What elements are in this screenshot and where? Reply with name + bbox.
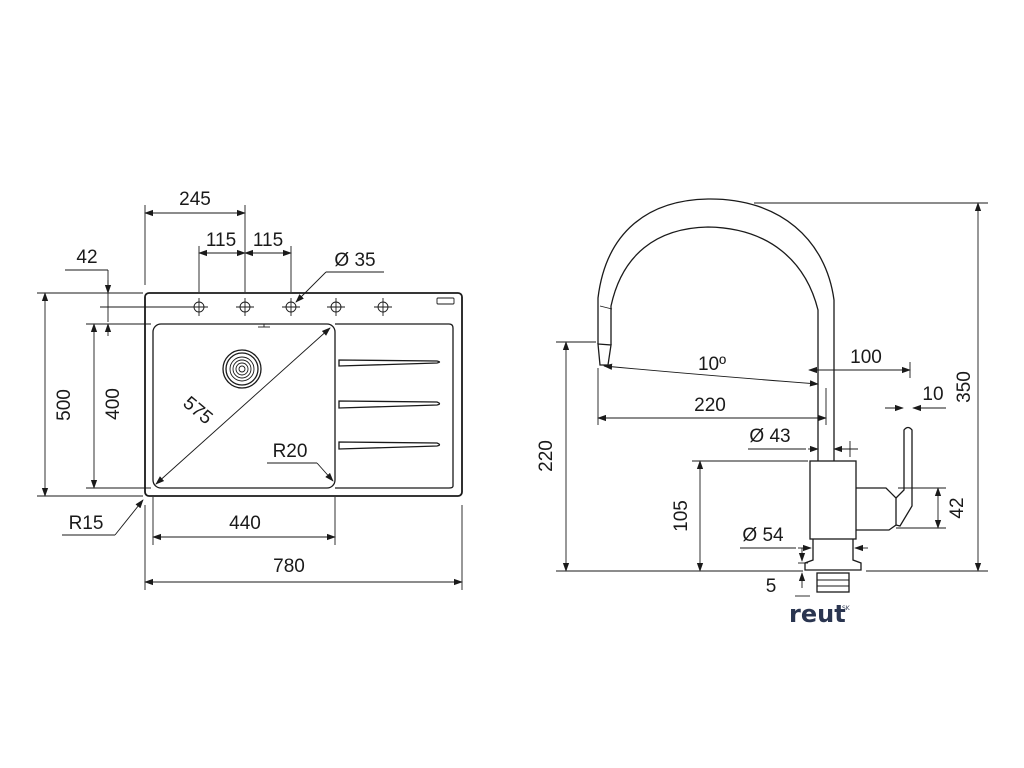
drain-groove-2 bbox=[338, 400, 441, 409]
tap-hole-5 bbox=[374, 298, 392, 316]
faucet-lever bbox=[856, 487, 897, 531]
spout-nozzle bbox=[597, 343, 612, 366]
sink-top-view: 245 115 115 Ø 35 42 500 400 575 bbox=[37, 189, 463, 590]
dim-r15: R15 bbox=[69, 513, 104, 534]
brand-name: reut bbox=[789, 600, 846, 628]
dim-hole-diameter: Ø 35 bbox=[334, 250, 375, 271]
faucet-spout bbox=[597, 198, 835, 461]
dim-500: 500 bbox=[54, 389, 75, 421]
tap-hole-3 bbox=[282, 298, 300, 316]
overflow-slot bbox=[436, 297, 455, 305]
dim-diameter-54: Ø 54 bbox=[742, 525, 784, 546]
dim-115-right: 115 bbox=[253, 230, 283, 251]
dim-100: 100 bbox=[850, 347, 882, 368]
sink-outline bbox=[144, 292, 463, 497]
drain-groove-3 bbox=[338, 441, 441, 450]
dim-42: 42 bbox=[76, 247, 97, 268]
tap-hole-2 bbox=[236, 298, 254, 316]
dim-r20: R20 bbox=[273, 441, 308, 462]
faucet-side-view: 350 220 10º 100 220 10 Ø 43 105 bbox=[536, 198, 988, 597]
dim-5: 5 bbox=[766, 576, 777, 597]
dim-780: 780 bbox=[273, 556, 305, 577]
dim-245: 245 bbox=[179, 189, 211, 210]
sink-bowl bbox=[152, 323, 336, 489]
dim-105: 105 bbox=[671, 500, 692, 532]
dim-115-left: 115 bbox=[206, 230, 236, 251]
dim-220-reach: 220 bbox=[694, 395, 726, 416]
dim-diameter-43: Ø 43 bbox=[749, 426, 790, 447]
dim-575: 575 bbox=[179, 393, 217, 429]
drain-groove-1 bbox=[338, 359, 441, 367]
brand-suffix: SK bbox=[842, 605, 851, 612]
dim-angle-10: 10º bbox=[698, 354, 726, 375]
dim-440: 440 bbox=[229, 513, 261, 534]
faucet-shank bbox=[816, 572, 850, 593]
dim-220-height: 220 bbox=[536, 440, 557, 472]
strainer-icon bbox=[222, 349, 262, 389]
faucet-body bbox=[809, 460, 857, 540]
dim-42-lever: 42 bbox=[947, 497, 968, 518]
dim-400: 400 bbox=[103, 388, 124, 420]
brand-logo: reut SK bbox=[789, 600, 851, 628]
tap-hole-4 bbox=[327, 298, 345, 316]
sink-drainboard bbox=[335, 323, 454, 489]
dim-10: 10 bbox=[922, 384, 943, 405]
dim-350: 350 bbox=[954, 371, 975, 403]
faucet-base bbox=[804, 539, 862, 571]
